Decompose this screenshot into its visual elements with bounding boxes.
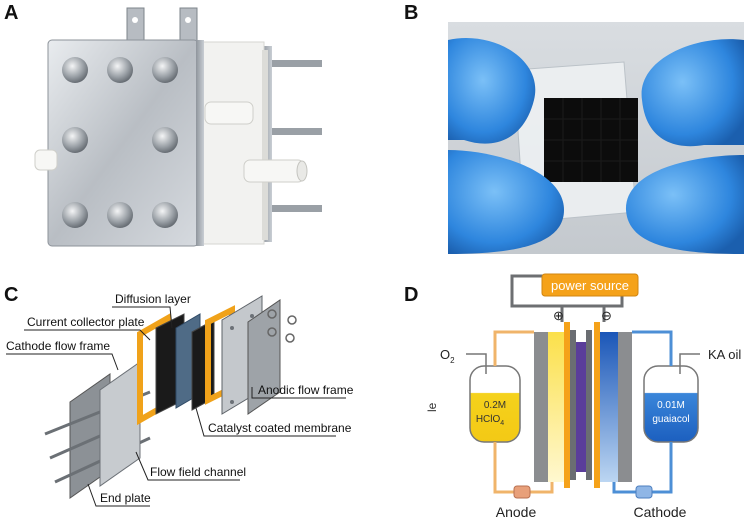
callout-catalyst-coated-membrane: Catalyst coated membrane <box>208 421 352 435</box>
panel-b-label: B <box>404 2 419 24</box>
cathode-pump-icon <box>635 485 653 499</box>
anode-label: Anode <box>496 504 537 520</box>
anode-pump-icon <box>513 485 531 499</box>
power-source-box <box>541 273 639 297</box>
anode-tank-concentration: 0.2M <box>484 400 506 411</box>
membrane-electrode-photo <box>448 22 744 254</box>
panel-c: C <box>0 262 374 521</box>
callout-cathode-flow-frame: Cathode flow frame <box>6 339 110 353</box>
panel-a: A <box>0 0 374 262</box>
exploded-view-diagram: Diffusion layer Current collector plate … <box>6 292 354 507</box>
panel-c-label: C <box>4 284 19 306</box>
cathode-tank-concentration: 0.01M <box>657 400 685 411</box>
panel-d-label: D <box>404 284 419 306</box>
panel-d: D p <box>374 262 748 521</box>
callout-diffusion-layer: Diffusion layer <box>115 292 191 306</box>
anode-tank-electrolyte: HClO4 <box>476 414 504 427</box>
power-source-label: power source <box>551 278 629 293</box>
stray-text: le <box>425 402 439 412</box>
callout-end-plate: End plate <box>100 491 151 505</box>
cathode-tank-reagent: guaiacol <box>652 414 689 425</box>
cathode-label: Cathode <box>634 504 687 520</box>
electrolyzer-cell-photo <box>34 7 322 247</box>
flow-cell-schematic: power source ⊕ ⊖ 0.2M HClO4 0.01M guaiac… <box>425 273 741 520</box>
plus-terminal-icon: ⊕ <box>553 308 564 323</box>
callout-current-collector-plate: Current collector plate <box>27 315 145 329</box>
o2-label: O2 <box>440 347 455 365</box>
callout-flow-field-channel: Flow field channel <box>150 465 246 479</box>
callout-anodic-flow-frame: Anodic flow frame <box>258 383 354 397</box>
panel-b: B <box>374 0 748 262</box>
panel-a-label: A <box>4 2 19 24</box>
minus-terminal-icon: ⊖ <box>601 308 612 323</box>
ka-oil-label: KA oil <box>708 347 741 362</box>
cathode-flow-frame-shape <box>99 361 141 487</box>
